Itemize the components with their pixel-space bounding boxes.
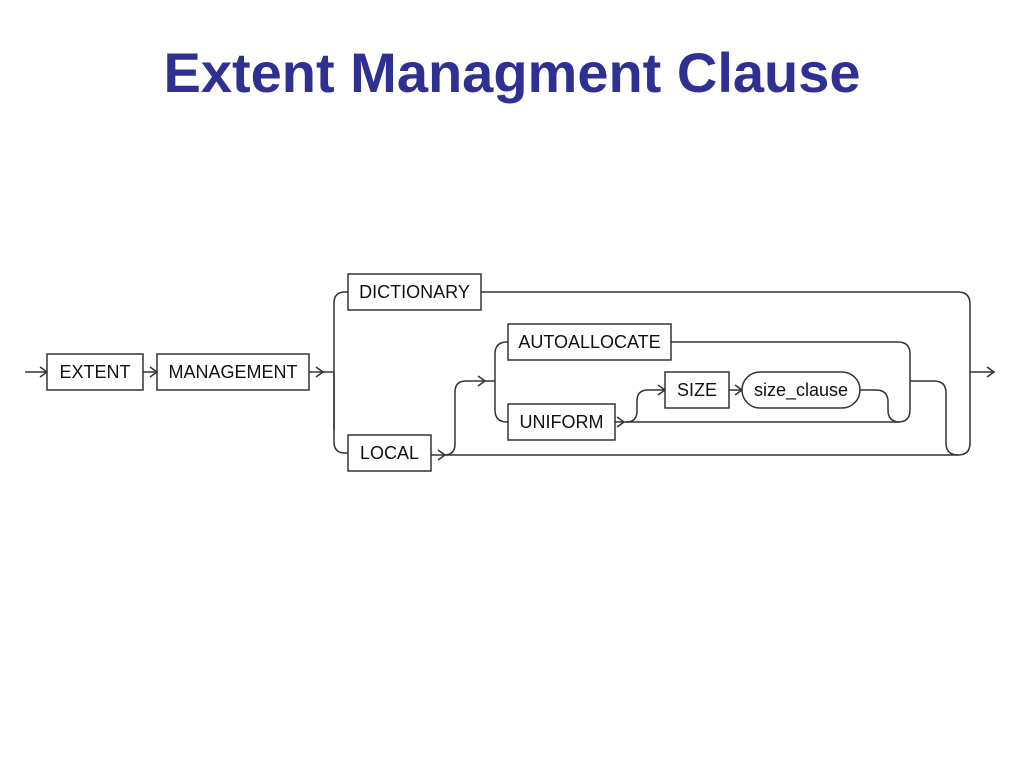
arrow-icon (986, 366, 996, 378)
keyword-dictionary: DICTIONARY (347, 273, 482, 311)
autoallocate-branch-line (494, 341, 508, 381)
autoallocate-bypass-line (671, 341, 911, 423)
nonterminal-size-clause: size_clause (741, 371, 861, 409)
uniform-to-size-line (625, 389, 665, 423)
keyword-local: LOCAL (347, 434, 432, 472)
arrow-icon (477, 375, 487, 387)
arrow-icon (437, 449, 447, 461)
keyword-uniform-label: UNIFORM (520, 412, 604, 432)
nonterminal-size-clause-label: size_clause (754, 380, 848, 401)
uniform-branch-line (494, 381, 508, 423)
local-to-options-line (443, 380, 495, 456)
keyword-dictionary-label: DICTIONARY (359, 282, 470, 302)
arrow-icon (616, 416, 626, 428)
keyword-autoallocate: AUTOALLOCATE (507, 323, 672, 361)
keyword-autoallocate-label: AUTOALLOCATE (518, 332, 660, 352)
keyword-extent: EXTENT (46, 353, 144, 391)
dictionary-branch-line (333, 291, 348, 430)
clause-return-line (860, 389, 901, 423)
keyword-management-label: MANAGEMENT (168, 362, 297, 382)
keyword-uniform: UNIFORM (507, 403, 616, 441)
dictionary-bypass-line (481, 291, 971, 456)
diagram-lines (25, 291, 994, 456)
local-branch-line (333, 372, 348, 454)
arrow-icon (315, 366, 325, 378)
keyword-local-label: LOCAL (360, 443, 419, 463)
keyword-size-label: SIZE (677, 380, 717, 400)
keyword-extent-label: EXTENT (59, 362, 130, 382)
options-exit-line (910, 380, 959, 456)
keyword-size: SIZE (664, 371, 730, 409)
slide-title: Extent Managment Clause (163, 41, 861, 104)
keyword-management: MANAGEMENT (156, 353, 310, 391)
